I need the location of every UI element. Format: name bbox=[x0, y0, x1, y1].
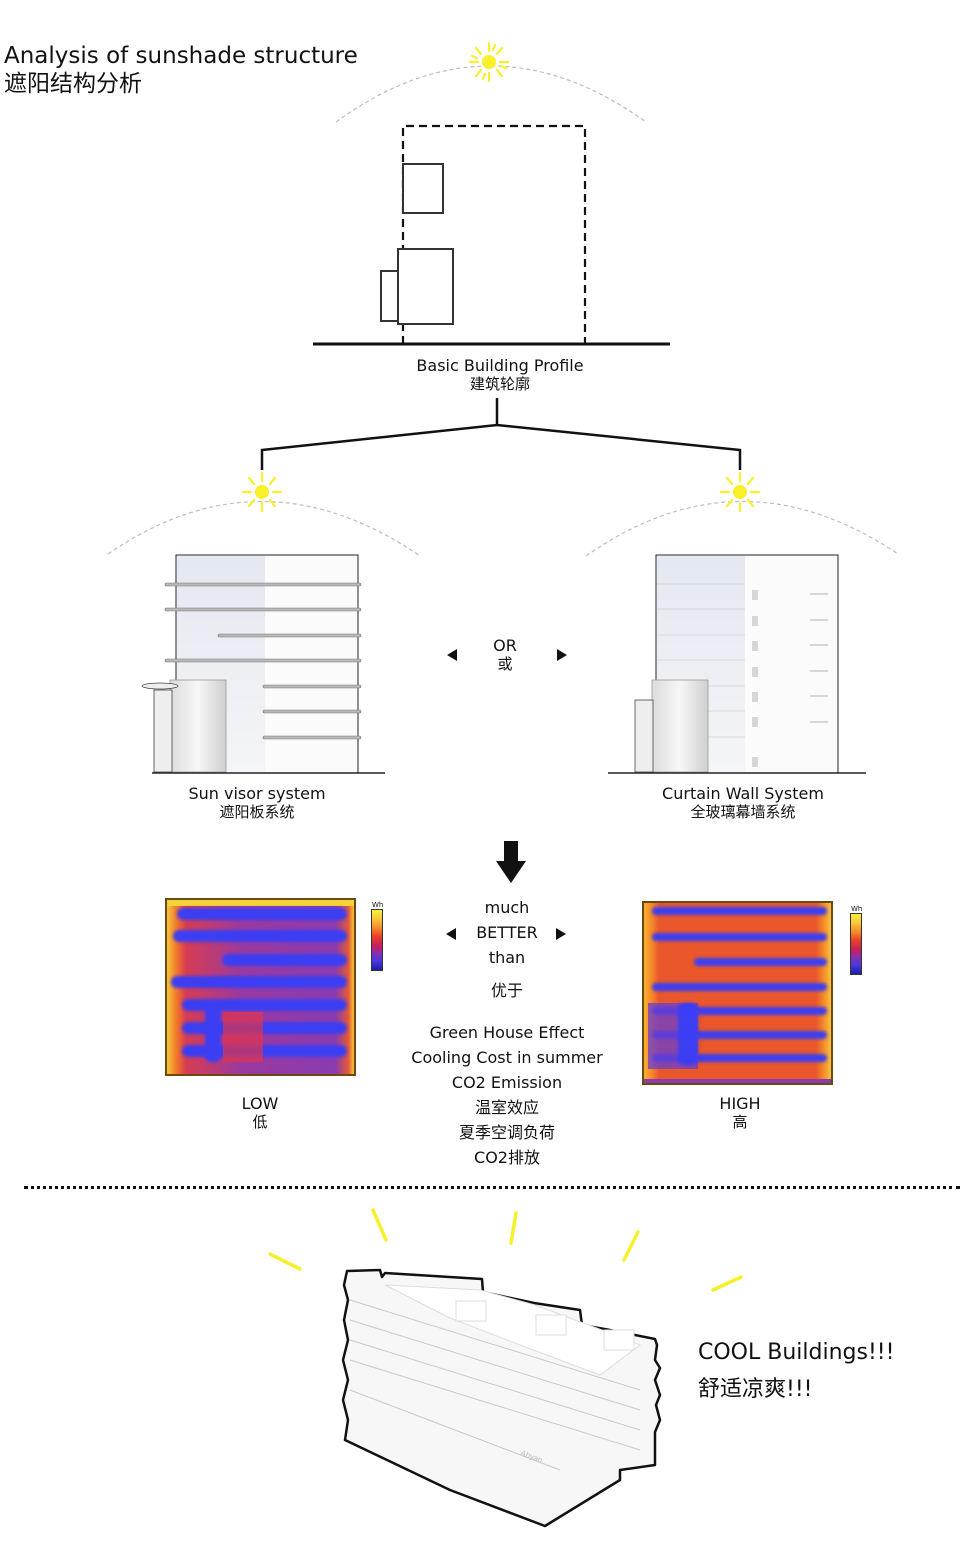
conclusion-en: COOL Buildings!!! bbox=[698, 1340, 895, 1365]
heatmap-band bbox=[652, 1007, 827, 1015]
heatmap-band bbox=[652, 983, 827, 991]
sun-visor-label-zh: 遮阳板系统 bbox=[219, 803, 295, 821]
heatmap-band bbox=[678, 1003, 698, 1065]
rating-high-zh: 高 bbox=[732, 1113, 748, 1131]
comparison-factors: Green House Effect Cooling Cost in summe… bbox=[380, 1020, 634, 1170]
factor-zh: 夏季空调负荷 bbox=[458, 1123, 555, 1142]
heatmap-band bbox=[222, 954, 347, 966]
sun-icon-left bbox=[241, 471, 283, 513]
sun-icon-right bbox=[719, 471, 761, 513]
comparison-than: than bbox=[488, 948, 526, 967]
heatmap-band bbox=[173, 930, 347, 942]
basic-building-profile-drawing bbox=[313, 124, 670, 346]
arrow-right-icon bbox=[556, 928, 566, 940]
comparison-much: much bbox=[484, 898, 530, 917]
heatmap-band bbox=[182, 999, 347, 1011]
sun-visor-label-en: Sun visor system bbox=[188, 784, 326, 803]
comparison-text: much BETTER than 优于 bbox=[457, 895, 557, 1003]
sun-visor-building-elevation bbox=[141, 554, 385, 774]
comparison-zh: 优于 bbox=[490, 981, 523, 1000]
curtain-wall-caption: Curtain Wall System 全玻璃幕墙系统 bbox=[638, 784, 848, 821]
arrow-left-icon bbox=[446, 928, 456, 940]
cool-sun-rays bbox=[268, 1208, 743, 1292]
factor-en: Green House Effect bbox=[429, 1023, 585, 1042]
heatmap-band bbox=[652, 1054, 827, 1062]
sun-path-arc-right bbox=[585, 500, 899, 557]
rating-low: LOW 低 bbox=[210, 1094, 310, 1131]
rating-high: HIGH 高 bbox=[690, 1094, 790, 1131]
rating-high-en: HIGH bbox=[719, 1094, 761, 1113]
heatmap-band bbox=[652, 933, 827, 941]
basic-profile-label-en: Basic Building Profile bbox=[416, 356, 584, 375]
heatmap-band bbox=[177, 908, 347, 920]
rating-low-zh: 低 bbox=[252, 1113, 268, 1131]
heatmap-curtain-wall bbox=[642, 901, 833, 1085]
arrow-right-icon bbox=[557, 649, 567, 661]
building-envelope-dashed bbox=[401, 124, 587, 344]
upper-volume bbox=[402, 163, 444, 214]
down-arrow-icon bbox=[496, 841, 526, 883]
heatmap-band bbox=[694, 958, 827, 966]
factor-zh: CO2排放 bbox=[474, 1148, 540, 1167]
sun-path-arc-left bbox=[107, 500, 421, 557]
factor-en: CO2 Emission bbox=[451, 1073, 563, 1092]
heatmap-band bbox=[652, 907, 827, 915]
diagram-title-en: Analysis of sunshade structure bbox=[4, 43, 358, 69]
sun-icon bbox=[468, 41, 510, 83]
curtain-wall-label-en: Curtain Wall System bbox=[662, 784, 824, 803]
sun-visor-caption: Sun visor system 遮阳板系统 bbox=[157, 784, 357, 821]
heatmap-band bbox=[652, 1031, 827, 1039]
heatmap-band bbox=[171, 976, 347, 988]
comparison-better: BETTER bbox=[476, 923, 538, 942]
basic-profile-label-zh: 建筑轮廓 bbox=[469, 375, 530, 393]
basic-profile-caption: Basic Building Profile 建筑轮廓 bbox=[405, 356, 595, 393]
heatmap-legend-unit-left: Wh bbox=[372, 901, 384, 909]
lower-volume bbox=[397, 248, 454, 325]
curtain-wall-building-elevation bbox=[608, 554, 866, 774]
heatmap-legend-unit-right: Wh bbox=[851, 905, 863, 913]
factor-en: Cooling Cost in summer bbox=[411, 1048, 603, 1067]
or-label-zh: 或 bbox=[497, 655, 513, 673]
or-label-en: OR bbox=[493, 636, 517, 655]
arrow-left-icon bbox=[447, 649, 457, 661]
curtain-wall-label-zh: 全玻璃幕墙系统 bbox=[690, 803, 796, 821]
factor-zh: 温室效应 bbox=[474, 1098, 539, 1117]
conclusion-zh: 舒适凉爽!!! bbox=[698, 1377, 813, 1402]
heatmap-top-strip bbox=[167, 900, 354, 906]
rating-low-en: LOW bbox=[241, 1094, 279, 1113]
heatmap-bottom-strip bbox=[644, 1079, 831, 1083]
heatmap-legend-left bbox=[371, 909, 383, 971]
or-separator: OR 或 bbox=[480, 636, 530, 673]
branch-connector bbox=[260, 398, 742, 470]
heatmap-hot-zone bbox=[223, 1012, 263, 1062]
cool-building-axonometric: Abyan bbox=[341, 1268, 662, 1528]
heatmap-sun-visor bbox=[165, 898, 356, 1076]
heatmap-band bbox=[205, 1002, 221, 1062]
sun-path-arc bbox=[335, 65, 647, 123]
section-divider bbox=[24, 1186, 960, 1189]
entrance-volume bbox=[380, 270, 399, 322]
diagram-title-zh: 遮阳结构分析 bbox=[4, 71, 142, 97]
heatmap-legend-right bbox=[850, 913, 862, 975]
